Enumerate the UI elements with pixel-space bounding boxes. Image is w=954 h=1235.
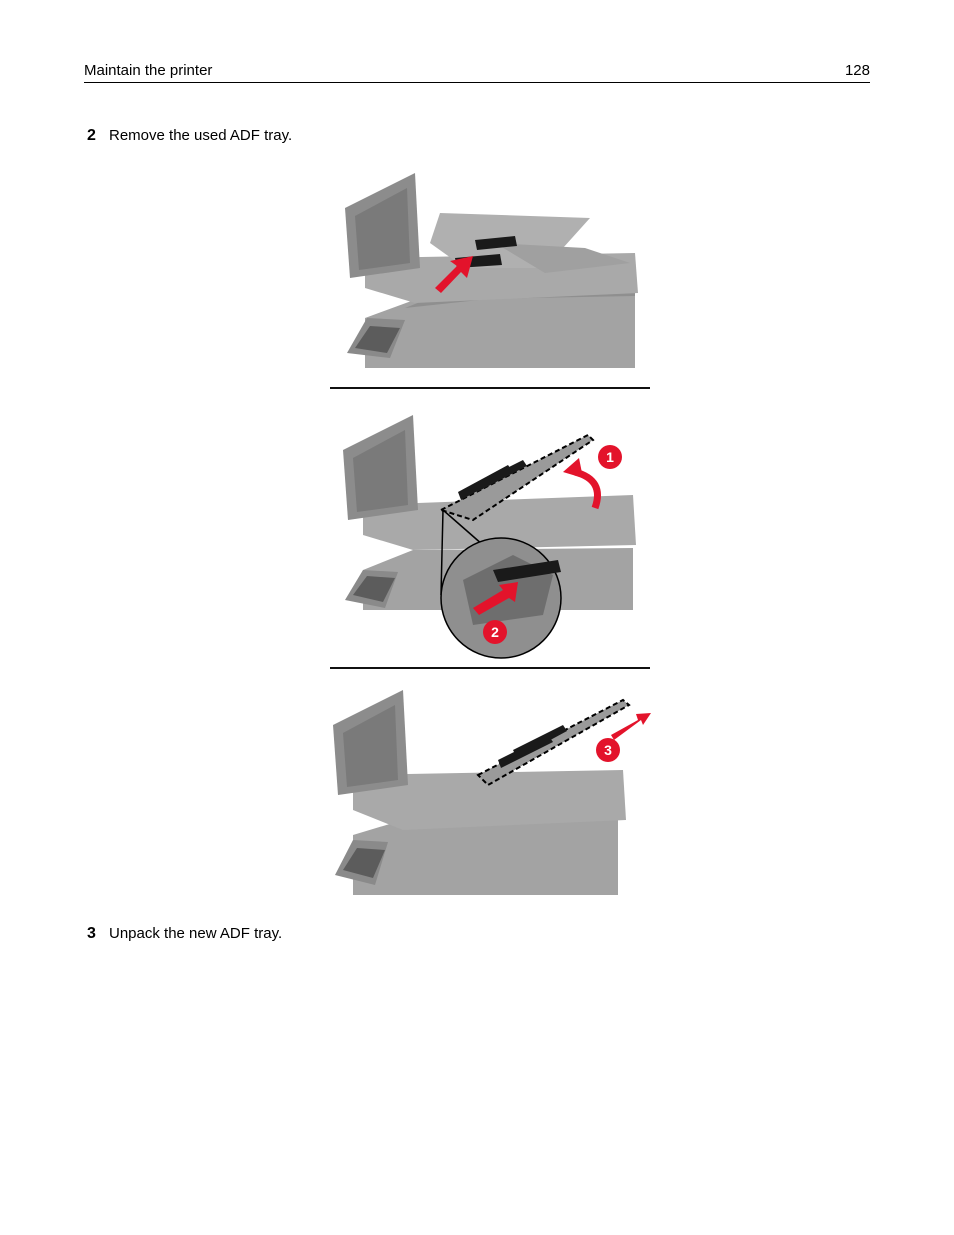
figure-press-release	[345, 168, 640, 370]
callout-3: 3	[604, 742, 612, 758]
figure-separator	[330, 667, 650, 669]
figure-lift-tray: 1 2	[343, 410, 643, 662]
step-number: 3	[87, 925, 96, 942]
page-header: Maintain the printer 128	[84, 60, 870, 83]
callout-1: 1	[606, 449, 614, 465]
step-3: 3 Unpack the new ADF tray.	[87, 925, 282, 943]
figure-separator	[330, 387, 650, 389]
header-title: Maintain the printer	[84, 62, 213, 79]
figure-remove-tray: 3	[333, 690, 653, 898]
step-text: Unpack the new ADF tray.	[109, 925, 283, 942]
step-number: 2	[87, 127, 96, 144]
step-2: 2 Remove the used ADF tray.	[87, 127, 292, 145]
step-text: Remove the used ADF tray.	[109, 127, 293, 144]
page-number: 128	[844, 62, 870, 79]
callout-2: 2	[491, 624, 499, 640]
